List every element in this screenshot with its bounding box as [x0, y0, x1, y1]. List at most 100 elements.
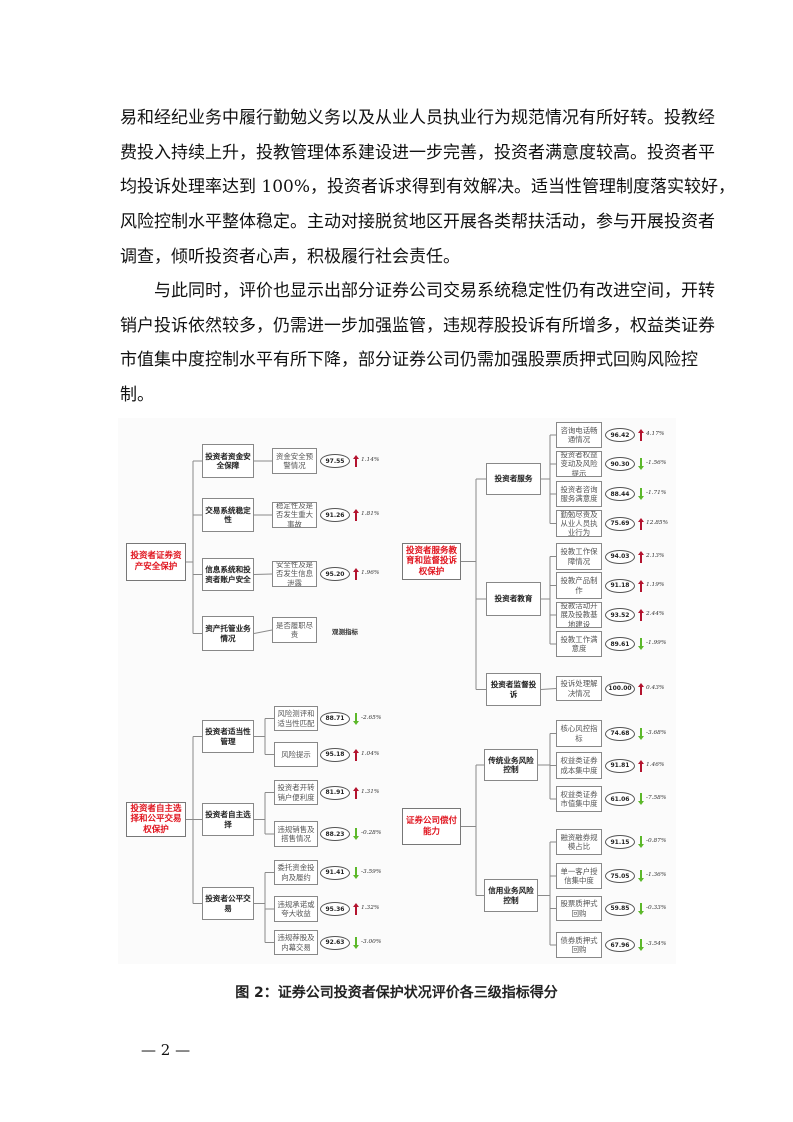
secondary-category: 传统业务风险控制	[484, 749, 538, 781]
score-badge: 91.15	[605, 835, 635, 849]
secondary-category: 信息系统和投资者账户安全	[202, 558, 254, 591]
change-percent: -1.71%	[646, 490, 667, 496]
score-badge: 91.18	[605, 578, 635, 593]
text-line: 制。	[120, 385, 154, 406]
indicator: 投教工作保障情况	[556, 543, 602, 570]
score-badge: 90.30	[605, 457, 635, 471]
indicator-label: 单一客户授信集中度	[560, 866, 598, 885]
indicator: 投资者开转销户便利度	[274, 780, 318, 805]
change-percent: -1.99%	[646, 640, 667, 646]
arrow-down-icon	[638, 638, 644, 650]
figure-caption: 图 2：证券公司投资者保护状况评价各三级指标得分	[235, 985, 558, 1001]
indicator-label: 咨询电话畅通情况	[560, 425, 598, 444]
score-badge: 75.05	[605, 869, 635, 883]
secondary-category-label: 投资者教育	[494, 594, 533, 604]
arrow-up-icon	[638, 429, 644, 441]
paragraph-2: 与此同时，评价也显示出部分证券公司交易系统稳定性仍有改进空间，开转销户投诉依然较…	[120, 274, 715, 413]
connector-lines	[186, 434, 557, 946]
indicator: 股票质押式回购	[556, 896, 602, 921]
text-line: 风险控制水平整体稳定。主动对接脱贫地区开展各类帮扶活动，参与开展投资者	[120, 212, 715, 233]
arrow-down-icon	[638, 727, 644, 740]
indicator: 权益类证券市值集中度	[556, 786, 602, 812]
arrow-up-icon	[353, 509, 359, 521]
secondary-category: 投资者监督投诉	[486, 673, 541, 706]
indicator-label: 勤勉尽责及从业人员执业行为	[560, 510, 598, 537]
change-percent: 1.31%	[361, 788, 380, 795]
indicator-label: 权益类证券成本集中度	[560, 756, 598, 775]
indicator-label: 投资者开转销户便利度	[277, 783, 315, 802]
change-percent: -1.56%	[646, 460, 667, 466]
paragraph-1: 易和经纪业务中履行勤勉义务以及从业人员执业行为规范情况有所好转。投教经费投入持续…	[120, 101, 735, 274]
indicator-label: 权益类证券市值集中度	[560, 789, 598, 808]
indicator-label: 股票质押式回购	[560, 899, 598, 918]
change-percent: -3.00%	[361, 938, 382, 945]
indicator-label: 委托资金投向及履约	[277, 863, 315, 882]
indicator: 是否履职尽责	[272, 617, 317, 643]
change-percent: -3.68%	[646, 729, 667, 736]
change-percent: -0.33%	[646, 904, 667, 911]
change-percent: 2.44%	[646, 611, 665, 617]
indicator-label: 稳定性及是否发生重大事故	[276, 502, 313, 528]
arrow-down-icon	[638, 458, 644, 470]
secondary-category-label: 投资者资金安全保障	[205, 451, 251, 470]
score-badge: 91.26	[320, 508, 350, 522]
indicator: 权益类证券成本集中度	[556, 752, 602, 779]
change-percent: 1.81%	[361, 511, 380, 517]
arrow-down-icon	[638, 793, 644, 805]
arrow-up-icon	[638, 759, 644, 772]
text-line: 市值集中度控制水平有所下降，部分证券公司仍需加强股票质押式回购风险控	[120, 350, 698, 371]
indicator: 核心风控指标	[556, 720, 602, 747]
score-badge: 88.23	[320, 827, 350, 841]
arrow-up-icon	[353, 786, 359, 799]
score-badge: 67.96	[605, 938, 635, 952]
change-percent: -2.65%	[361, 714, 382, 721]
indicator: 委托资金投向及履约	[274, 860, 318, 885]
score-badge: 75.69	[605, 516, 635, 531]
connector-line	[253, 573, 273, 575]
secondary-category: 投资者适当性管理	[202, 720, 254, 753]
arrow-down-icon	[638, 902, 644, 915]
score-badge: 94.03	[605, 549, 635, 564]
change-percent: -0.28%	[361, 830, 382, 836]
secondary-category: 信用业务风险控制	[484, 879, 538, 912]
change-percent: -0.87%	[646, 838, 667, 844]
score-badge: 74.68	[605, 726, 635, 741]
indicator-label: 风险提示	[281, 749, 311, 759]
indicator-label: 资金安全预警情况	[276, 451, 313, 470]
score-badge: 89.61	[605, 637, 635, 651]
indicator-label: 安全性及是否发生信息泄露	[276, 561, 313, 587]
indicator-label: 投诉处理解决情况	[560, 679, 598, 698]
indicator: 单一客户授信集中度	[556, 863, 602, 889]
secondary-category-label: 投资者监督投诉	[490, 680, 537, 699]
root-category-label: 证券公司偿付能力	[405, 815, 457, 837]
indicator: 安全性及是否发生信息泄露	[272, 561, 317, 587]
indicator-label: 违规荐股及内幕交易	[277, 933, 315, 952]
indicator-label: 投教产品制作	[560, 576, 598, 595]
indicator-label: 投资者权益变动及风险提示	[560, 451, 598, 477]
secondary-category-label: 投资者服务	[494, 474, 533, 484]
arrow-up-icon	[353, 455, 359, 467]
root-category: 投资者证券资产安全保护	[126, 543, 186, 581]
arrow-up-icon	[353, 903, 359, 915]
change-percent: 1.14%	[361, 457, 380, 463]
root-category: 证券公司偿付能力	[402, 808, 461, 845]
arrow-down-icon	[353, 828, 359, 840]
score-badge: 95.36	[320, 902, 350, 916]
indicator-label: 投资者咨询服务满意度	[560, 484, 598, 503]
indicator: 投教产品制作	[556, 572, 602, 599]
root-category: 投资者服务教育和监督投诉权保护	[402, 543, 461, 580]
secondary-category: 投资者资金安全保障	[202, 444, 254, 478]
score-badge: 81.91	[320, 785, 350, 800]
change-percent: 0.43%	[646, 684, 665, 691]
connector-line	[540, 688, 557, 690]
secondary-category-label: 资产托管业务情况	[205, 624, 251, 643]
change-percent: 1.04%	[361, 750, 380, 757]
indicator: 风险测评和适当性匹配	[274, 706, 318, 731]
indicator-label: 投教工作保障情况	[560, 547, 598, 566]
score-badge: 91.41	[320, 865, 350, 880]
arrow-up-icon	[638, 609, 644, 621]
arrow-up-icon	[638, 550, 644, 563]
arrow-down-icon	[353, 936, 359, 949]
score-badge: 93.52	[605, 608, 635, 622]
indicator-label: 是否履职尽责	[276, 620, 313, 639]
